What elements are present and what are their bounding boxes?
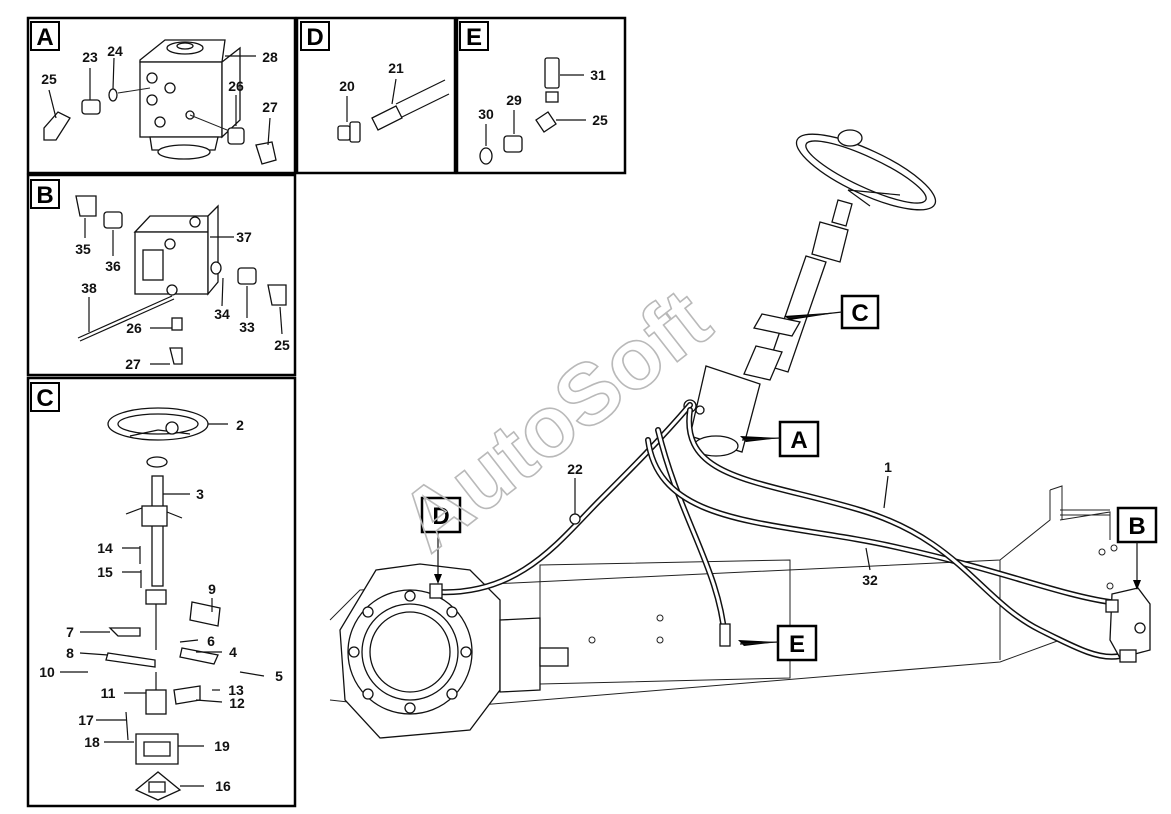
- part-label: 21: [388, 60, 404, 76]
- part-label: 4: [229, 644, 237, 660]
- panel-a-letter: A: [36, 24, 53, 51]
- part-label: 15: [97, 564, 113, 580]
- part-label: 27: [262, 99, 278, 115]
- panel-c-badge: [30, 382, 60, 412]
- panel-e-letter: E: [466, 24, 482, 51]
- part-label: 34: [214, 306, 230, 322]
- part-label: 10: [39, 664, 55, 680]
- part-label: 38: [81, 280, 97, 296]
- main-valve-block-drawing: [1098, 544, 1151, 663]
- part-label: 37: [236, 229, 252, 245]
- part-label: 35: [75, 241, 91, 257]
- part-label: 26: [228, 78, 244, 94]
- steering-unit-drawing: [117, 39, 241, 160]
- callout-a: A: [740, 420, 820, 458]
- callout-e: E: [738, 624, 818, 662]
- callout-d: D: [420, 496, 462, 584]
- panel-d-letter: D: [306, 24, 323, 51]
- panel-b: B: [26, 173, 297, 377]
- part-label: 20: [339, 78, 355, 94]
- callout-c: C: [784, 294, 880, 330]
- part-label: 6: [207, 633, 215, 649]
- part-label: 29: [506, 92, 522, 108]
- part-label: 17: [78, 712, 94, 728]
- part-label: 7: [66, 624, 74, 640]
- part-label: 5: [275, 668, 283, 684]
- part-label: 26: [126, 320, 142, 336]
- part-label: 22: [567, 461, 583, 477]
- part-label: 18: [84, 734, 100, 750]
- part-label: 3: [196, 486, 204, 502]
- part-label: 33: [239, 319, 255, 335]
- valve-block-drawing: [133, 204, 219, 296]
- part-label: 25: [592, 112, 608, 128]
- axle-housing-drawing: [339, 563, 569, 739]
- leaders-b: [84, 218, 283, 365]
- part-label: 8: [66, 645, 74, 661]
- part-label: 1: [884, 459, 892, 475]
- panel-d-badge: [300, 21, 330, 51]
- part-label: 24: [107, 43, 123, 59]
- hoses-drawing: [429, 402, 1123, 660]
- panel-c: C: [26, 376, 297, 808]
- part-label: 27: [125, 356, 141, 372]
- callout-b-letter: B: [1128, 513, 1145, 540]
- part-label: 13: [228, 682, 244, 698]
- steering-column-drawing: [105, 407, 221, 801]
- panel-e: E 31 29 30 25: [455, 16, 627, 175]
- panel-b-badge: [30, 179, 60, 209]
- panel-e-badge: [459, 21, 489, 51]
- fittings-a-drawing: [43, 88, 277, 165]
- panel-d: D 20 21: [295, 16, 457, 175]
- panel-c-letter: C: [36, 385, 53, 412]
- callout-e-letter: E: [789, 631, 805, 658]
- main-assembly: C A D E B: [329, 129, 1158, 739]
- part-label: 31: [590, 67, 606, 83]
- fittings-e-drawing: [479, 57, 560, 165]
- panel-a: A: [26, 16, 297, 175]
- callout-c-letter: C: [851, 300, 868, 327]
- panel-b-letter: B: [36, 182, 53, 209]
- part-label: 25: [274, 337, 290, 353]
- hose-end-drawing: [337, 79, 450, 143]
- leaders-a: [48, 55, 271, 146]
- part-label: 9: [208, 581, 216, 597]
- part-label: 2: [236, 417, 244, 433]
- part-label: 12: [229, 695, 245, 711]
- part-label: 14: [97, 540, 113, 556]
- part-label: 30: [478, 106, 494, 122]
- part-label: 36: [105, 258, 121, 274]
- callout-d-letter: D: [432, 503, 449, 530]
- leaders-c: [60, 423, 265, 787]
- callout-a-letter: A: [790, 427, 807, 454]
- callout-b: B: [1116, 506, 1158, 590]
- panel-a-badge: [30, 21, 60, 51]
- part-label: 25: [41, 71, 57, 87]
- fittings-b-drawing: [75, 195, 287, 365]
- part-label: 32: [862, 572, 878, 588]
- part-label: 28: [262, 49, 278, 65]
- part-label: 16: [215, 778, 231, 794]
- part-label: 19: [214, 738, 230, 754]
- main-steering-drawing: [683, 129, 937, 457]
- part-label: 11: [101, 685, 116, 701]
- part-label: 23: [82, 49, 98, 65]
